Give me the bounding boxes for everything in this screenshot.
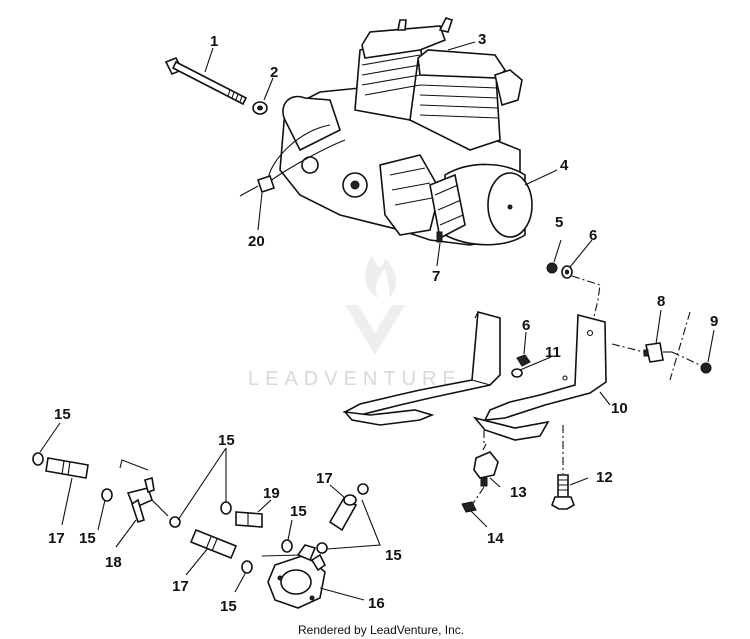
clamp-part-15-f [241,560,253,574]
watermark-logo [345,255,405,355]
callout-3: 3 [478,31,486,48]
clamp-part-15-b [101,488,113,502]
washer-part-2 [252,101,268,115]
callout-19: 19 [263,485,280,502]
assembly-line-8 [611,343,645,353]
hose-part-17-middle [189,528,238,560]
callout-5: 7 [432,268,440,285]
callout-17-a: 17 [48,530,65,547]
leader-lines [39,41,715,601]
bolt-part-1 [164,56,248,106]
callout-15-a: 15 [54,406,71,423]
callout-15-d: 15 [290,503,307,520]
callout-17-c: 17 [172,578,189,595]
nut-part-6-upper [546,262,558,274]
clamp-part-15-d [220,501,232,515]
hose-part-19 [235,511,263,528]
callout-2: 2 [270,64,278,81]
stud-part-8 [643,342,672,363]
engine-bracket-right [472,313,607,441]
engine-assembly [239,17,533,246]
callout-20: 20 [248,233,265,250]
assembly-line-9 [669,311,701,381]
callout-13: 13 [510,484,527,501]
callout-8: 8 [657,293,665,310]
nut-part-6-lower [516,354,531,367]
washer-part-11 [511,368,523,378]
nut-part-9 [700,362,712,374]
callout-15-e: 15 [385,547,402,564]
callout-7: 6 [589,227,597,244]
callout-17-b: 17 [316,470,333,487]
assembly-line-upper [571,275,601,326]
nut-part-14 [461,501,477,513]
callout-18: 18 [105,554,122,571]
callout-6-lower: 6 [522,317,530,334]
rubber-mount-part-13 [473,443,499,487]
thermostat-housing-part-16 [261,544,327,609]
bolt-part-12 [551,474,575,510]
fitting-part-18 [119,459,169,524]
callout-16: 16 [368,595,385,612]
clamp-part-15-c [169,516,181,528]
callout-14: 14 [487,530,504,547]
callout-9: 9 [710,313,718,330]
clamp-part-15-g [357,483,369,495]
hose-part-17-left [45,457,89,479]
callout-12: 12 [596,469,613,486]
credit-text: Rendered by LeadVenture, Inc. [298,623,464,637]
assembly-line-14 [471,486,485,506]
callout-1: 1 [210,33,218,50]
engine-bracket-left [342,310,501,426]
clamp-part-15-a [32,452,44,466]
watermark-text: LEADVENTURE [248,368,462,390]
callout-15-b: 15 [79,530,96,547]
clamp-part-15-e [281,539,293,553]
callout-15-f: 15 [220,598,237,615]
hose-part-17-right [328,494,358,532]
callout-4: 4 [560,157,569,174]
callout-11: 11 [545,344,561,361]
callout-10: 10 [611,400,628,417]
callout-6-upper: 5 [555,214,563,231]
washer-part-7 [561,265,573,279]
clamp-part-15-h [316,542,328,554]
callout-15-c: 15 [218,432,235,449]
